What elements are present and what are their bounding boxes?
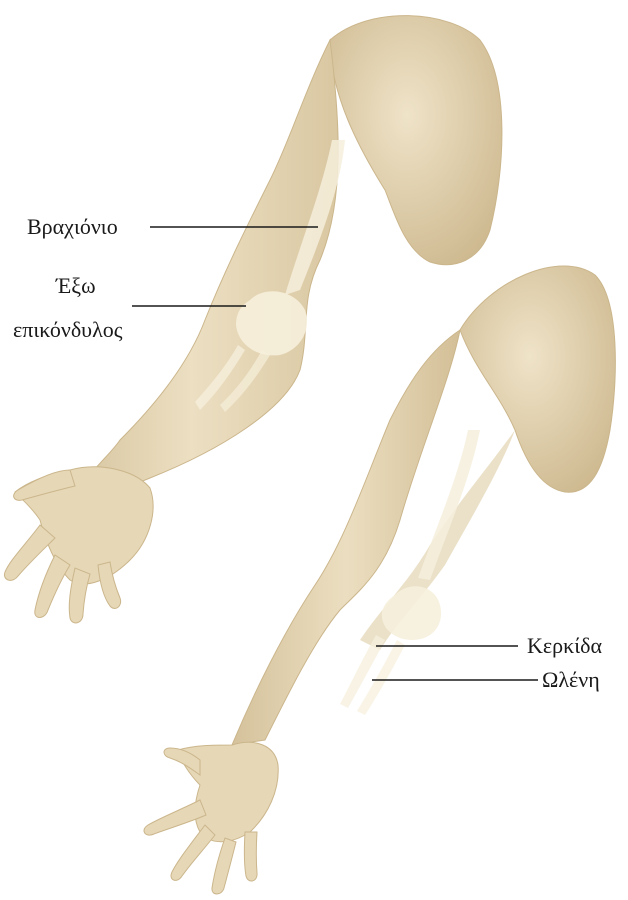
hand-lower-finger-1 — [144, 800, 206, 835]
elbow-joint-lower — [382, 586, 441, 640]
hand-upper-finger-2 — [35, 555, 70, 618]
hand-lower-finger-4 — [244, 832, 257, 881]
label-lateral-epicondyle-line1: Έξω — [55, 273, 96, 298]
label-lateral-epicondyle-line2: επικόνδυλος — [13, 317, 123, 342]
label-humerus: Βραχιόνιο — [27, 214, 118, 239]
label-radius: Κερκίδα — [527, 633, 602, 658]
label-ulna: Ωλένη — [542, 667, 600, 692]
hand-lower-finger-2 — [171, 825, 215, 880]
shoulder-upper — [330, 16, 502, 265]
shoulder-lower — [460, 266, 615, 492]
hand-lower-finger-3 — [212, 838, 236, 894]
